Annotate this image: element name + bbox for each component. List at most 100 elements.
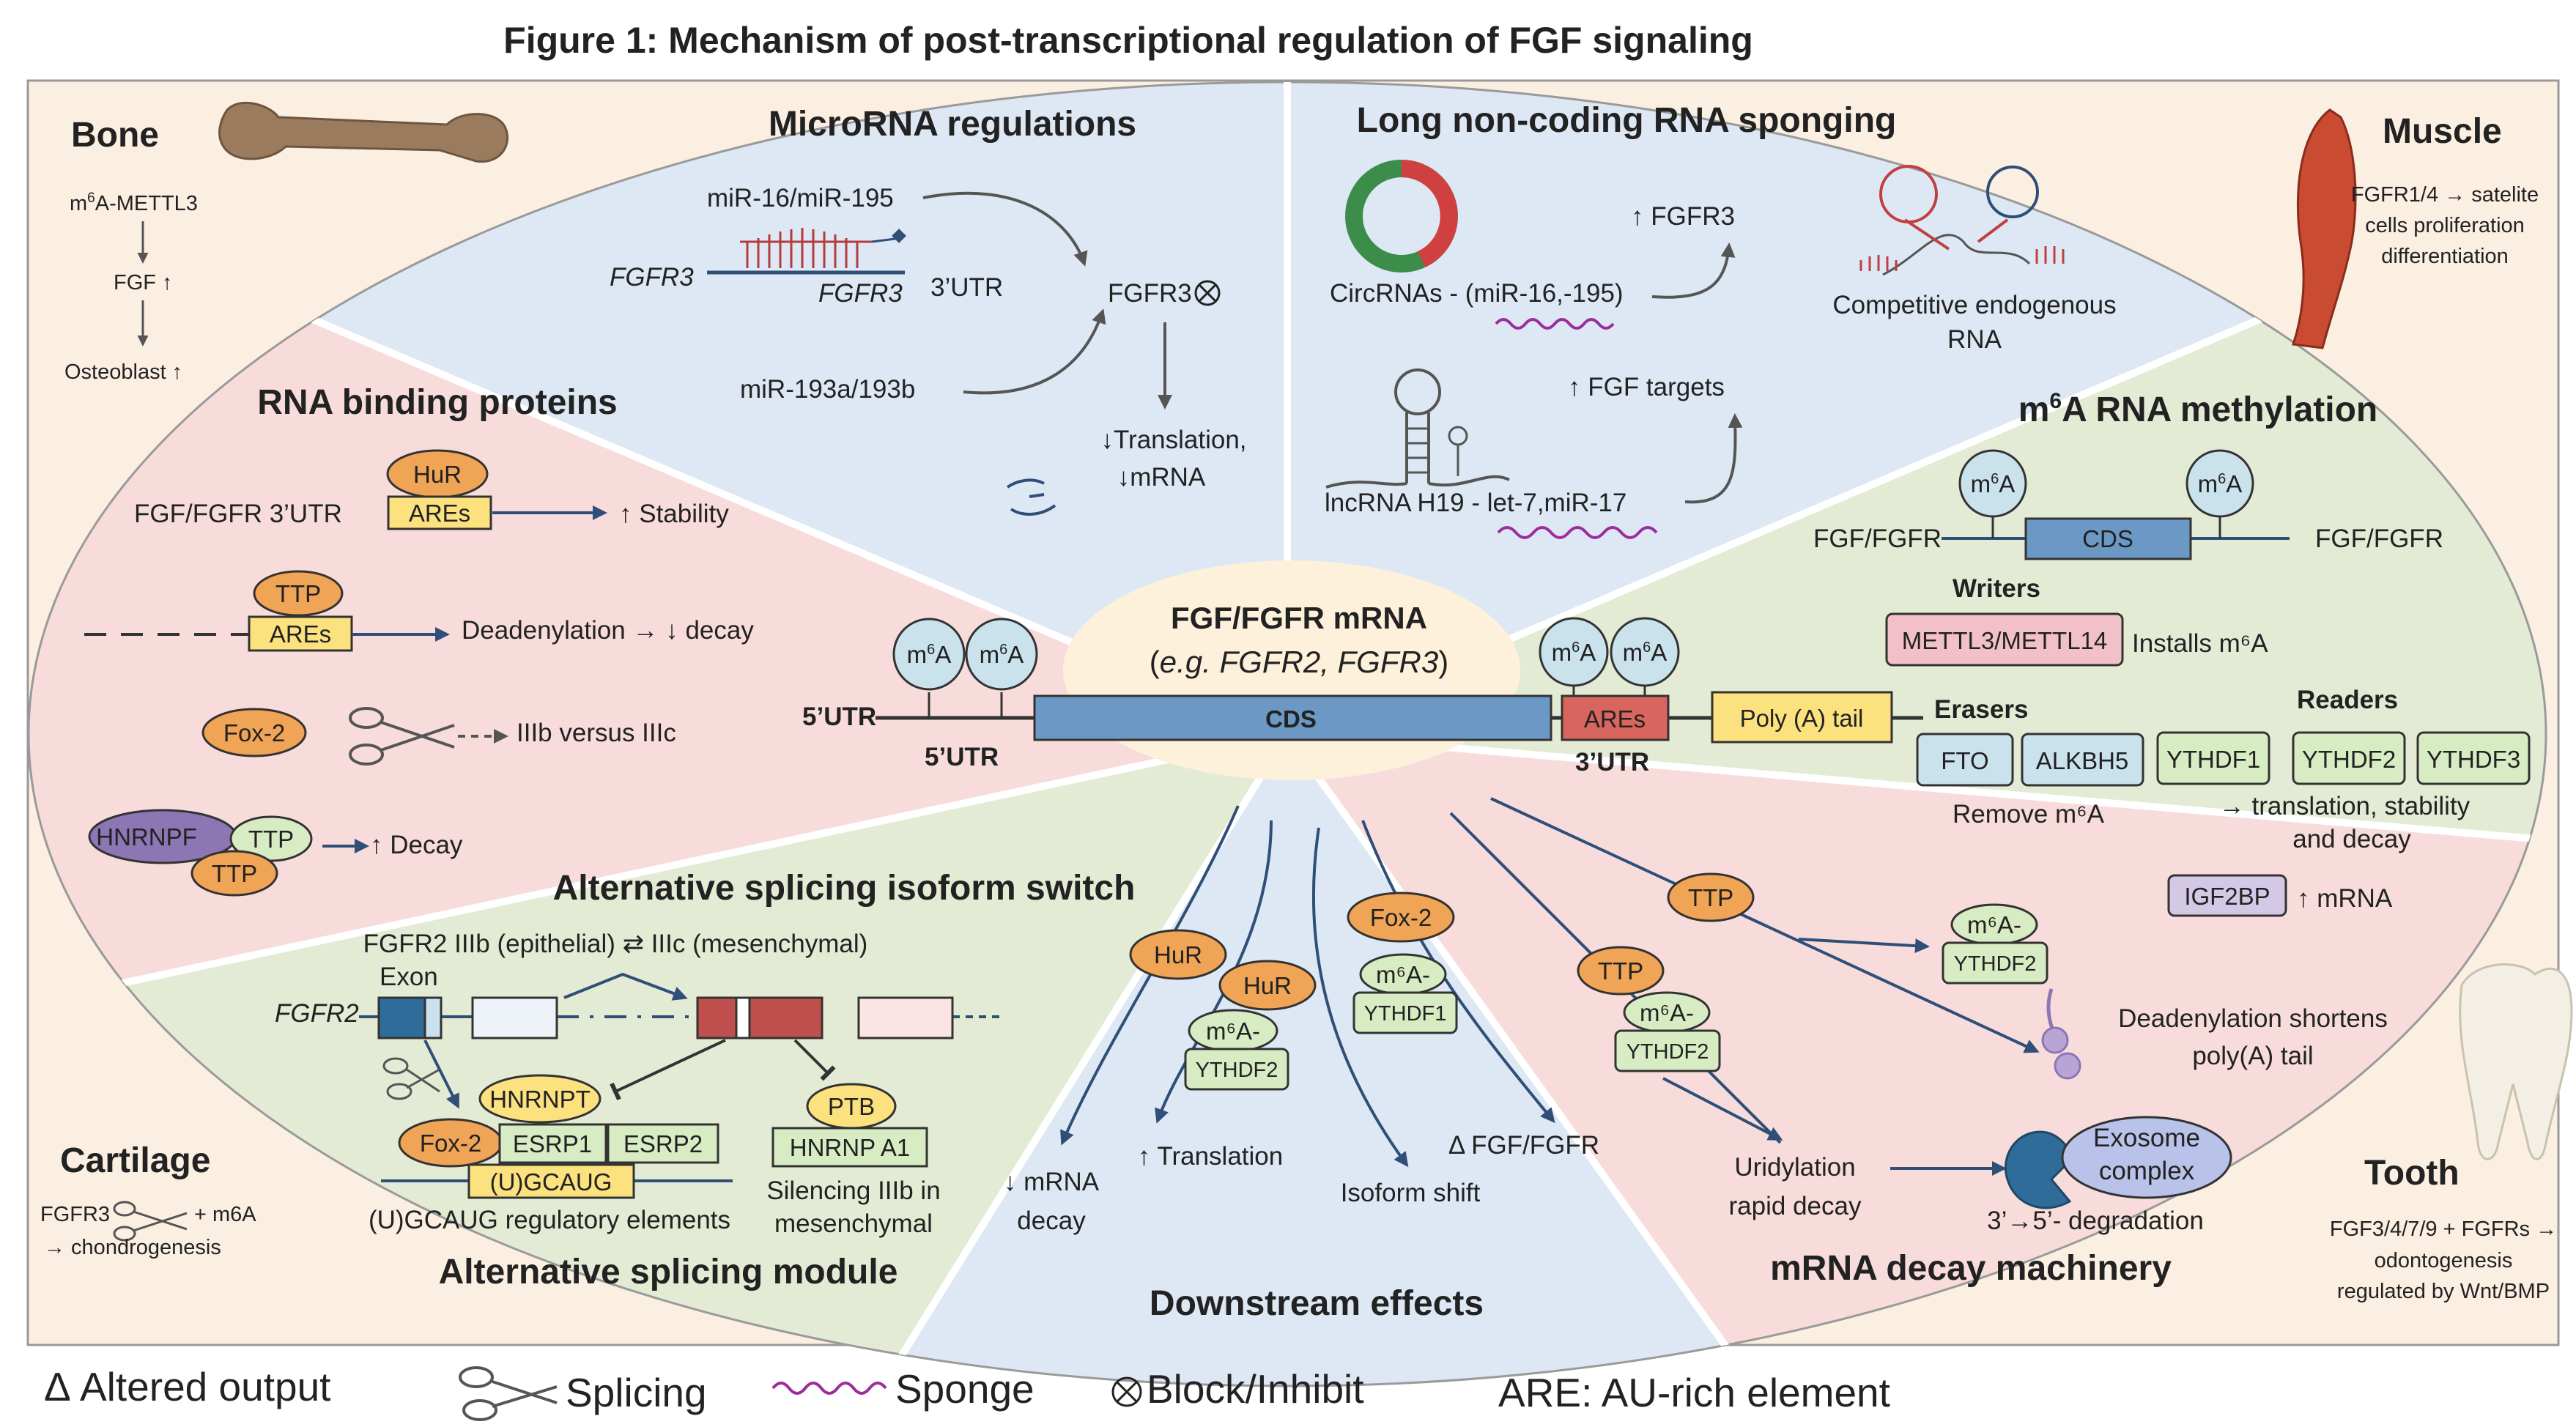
tissue-tooth: Tooth FGF3/4/7/9 + FGFRs → odontogenesis… <box>2330 963 2573 1303</box>
ythdf3-label: YTHDF3 <box>2427 746 2520 773</box>
fgfr2-label: FGFR2 <box>275 999 359 1028</box>
alkbh5-label: ALKBH5 <box>2036 747 2129 774</box>
fgfr3-left-label: FGFR3 <box>610 263 694 292</box>
degraded-rna-icon <box>1006 478 1056 516</box>
m6a-panel: FGF/FGFR FGF/FGFR CDS m6A m6A Writers ME… <box>1813 449 2531 917</box>
hur-label-down-1: HuR <box>1154 941 1202 968</box>
m6a-fgf-right: FGF/FGFR <box>2315 525 2443 553</box>
center-subtitle: (e.g. FGFR2, FGFR3) <box>1150 645 1448 679</box>
center-mrna: FGF/FGFR mRNA (e.g. FGFR2, FGFR3) CDS 5’… <box>802 560 1923 780</box>
fto-box <box>1916 733 2014 787</box>
esrp2-label: ESRP2 <box>623 1130 703 1157</box>
svg-text:m6A: m6A <box>1552 639 1596 666</box>
legend-block: Block/Inhibit <box>1147 1366 1364 1412</box>
bone-line2: FGF ↑ <box>114 271 173 294</box>
ythdf2-label: YTHDF2 <box>2302 746 2396 773</box>
ttp-oval-1 <box>253 570 344 617</box>
legend-delta: Δ Altered output <box>44 1364 330 1409</box>
ttp-oval-2b <box>190 850 278 897</box>
ythdf1-label: YTHDF1 <box>2166 746 2260 773</box>
muscle-line2: cells proliferation <box>2365 214 2525 237</box>
regulatory-elements-label: (U)GCAUG regulatory elements <box>369 1206 730 1234</box>
hur-oval-down-2 <box>1218 960 1317 1011</box>
section-title-splicing-module: Alternative splicing module <box>439 1253 898 1291</box>
ttp-label-2a: TTP <box>248 826 294 853</box>
silencing-label-1: Silencing IIIb in <box>766 1176 940 1205</box>
center-title: FGF/FGFR mRNA <box>1171 601 1427 635</box>
ttp-label-decay-2: TTP <box>1598 957 1643 985</box>
microrna-utr-label: 3’UTR <box>930 273 1003 302</box>
igf2bp-box <box>2167 874 2287 917</box>
cerna-label-2: RNA <box>1947 325 2002 354</box>
lncrna-panel: CircRNAs - (miR-16,-195) ↑ FGFR3 Competi… <box>1325 160 2117 539</box>
circrna-label: CircRNAs - (miR-16,-195) <box>1330 279 1624 308</box>
ugcaug-box <box>467 1163 635 1199</box>
sponge-wave-h19 <box>1497 526 1658 539</box>
writers-label: Writers <box>1953 574 2040 603</box>
cartilage-scissors-icon <box>113 1201 188 1242</box>
tooth-line3: regulated by Wnt/BMP <box>2337 1280 2550 1303</box>
m6a-cds-label: CDS <box>2082 525 2133 552</box>
mir16-arrow <box>922 191 1088 267</box>
isoform-shift-label: Isoform shift <box>1341 1179 1481 1207</box>
exosome-oval <box>2061 1116 2232 1199</box>
lncrna-h19-label: lncRNA H19 - let-7,miR-17 <box>1325 489 1626 517</box>
rbp-ares-label-1: AREs <box>409 500 470 527</box>
legend-scissors-icon <box>459 1366 558 1421</box>
legend-splicing: Splicing <box>566 1370 707 1415</box>
m6a-panel-pin-label-1: m6A <box>1971 470 2016 497</box>
circrna-arrow <box>1651 242 1736 299</box>
esrp2-box <box>607 1123 719 1164</box>
center-ares-label: AREs <box>1584 705 1646 733</box>
fgfr3-mid-label: FGFR3 <box>818 279 903 308</box>
alkbh5-box <box>2021 733 2144 787</box>
center-polya-label: Poly (A) tail <box>1740 705 1864 732</box>
section-title-decay: mRNA decay machinery <box>1770 1249 2172 1288</box>
ythdf2-box-down <box>1184 1048 1289 1091</box>
m6a-label-down-1: m⁶A- <box>1206 1018 1260 1045</box>
exon-box-4 <box>857 996 954 1039</box>
section-title-splicing-switch: Alternative splicing isoform switch <box>553 869 1136 908</box>
utr3-label: 3’UTR <box>1575 748 1649 776</box>
stability-label: ↑ Stability <box>619 500 729 528</box>
fox2-label-splicing: Fox-2 <box>420 1130 481 1157</box>
ttp-label-2b: TTP <box>212 860 257 887</box>
hnrnpt-label: HNRNPT <box>489 1086 591 1113</box>
deadenylation-label: Deadenylation → ↓ decay <box>462 616 754 645</box>
bone-line3: Osteoblast ↑ <box>64 360 182 384</box>
legend: Δ Altered output Splicing Sponge Block/I… <box>44 1364 1890 1421</box>
igf2bp-label: IGF2BP <box>2184 883 2270 910</box>
ythdf2-box-decay-1 <box>1942 941 2048 985</box>
esrp1-box <box>498 1123 607 1164</box>
mir193-label: miR-193a/193b <box>740 375 915 404</box>
legend-block-icon <box>1111 1376 1142 1407</box>
ttp-label-1: TTP <box>275 580 321 607</box>
circrna-icon <box>1345 160 1458 273</box>
exosome-label-2: complex <box>2099 1157 2195 1185</box>
splicing-panel: FGFR2 IIIb (epithelial) ⇄ IIIc (mesenchy… <box>275 930 1000 1238</box>
lncrna-h19-icon <box>1325 368 1510 489</box>
segment-m6a <box>1287 183 2546 842</box>
section-title-downstream: Downstream effects <box>1150 1284 1484 1323</box>
m6a-cds-box <box>2024 517 2192 560</box>
splice-arc <box>563 972 688 1001</box>
tooth-line1: FGF3/4/7/9 + FGFRs → <box>2330 1217 2557 1241</box>
cerna-label-1: Competitive endogenous <box>1832 291 2116 319</box>
tooth-title: Tooth <box>2364 1154 2460 1193</box>
ttp-oval-decay-2 <box>1577 946 1665 996</box>
legend-sponge: Sponge <box>895 1366 1035 1412</box>
svg-text:m6A: m6A <box>980 641 1024 668</box>
svg-text:m6A: m6A <box>907 641 952 668</box>
urid-label-1: Uridylation <box>1734 1153 1855 1182</box>
exon-box-3b <box>735 996 751 1039</box>
altered-fgf-label: Δ FGF/FGFR <box>1448 1131 1599 1160</box>
muscle-title: Muscle <box>2383 112 2502 151</box>
m6a-pin-labels: m6A m6A m6A m6A <box>907 639 1668 668</box>
decay-panel: TTP m⁶A- YTHDF2 TTP m⁶A- YTHDF2 Deadenyl… <box>1449 797 2388 1235</box>
mir193-arrow <box>963 308 1106 395</box>
mettl-box <box>1885 612 2124 667</box>
erasers-label: Erasers <box>1934 695 2028 724</box>
hnrnpa1-label: HNRNP A1 <box>790 1134 910 1161</box>
rbp-panel: HuR AREs FGF/FGFR 3’UTR ↑ Stability TTP … <box>84 449 754 897</box>
